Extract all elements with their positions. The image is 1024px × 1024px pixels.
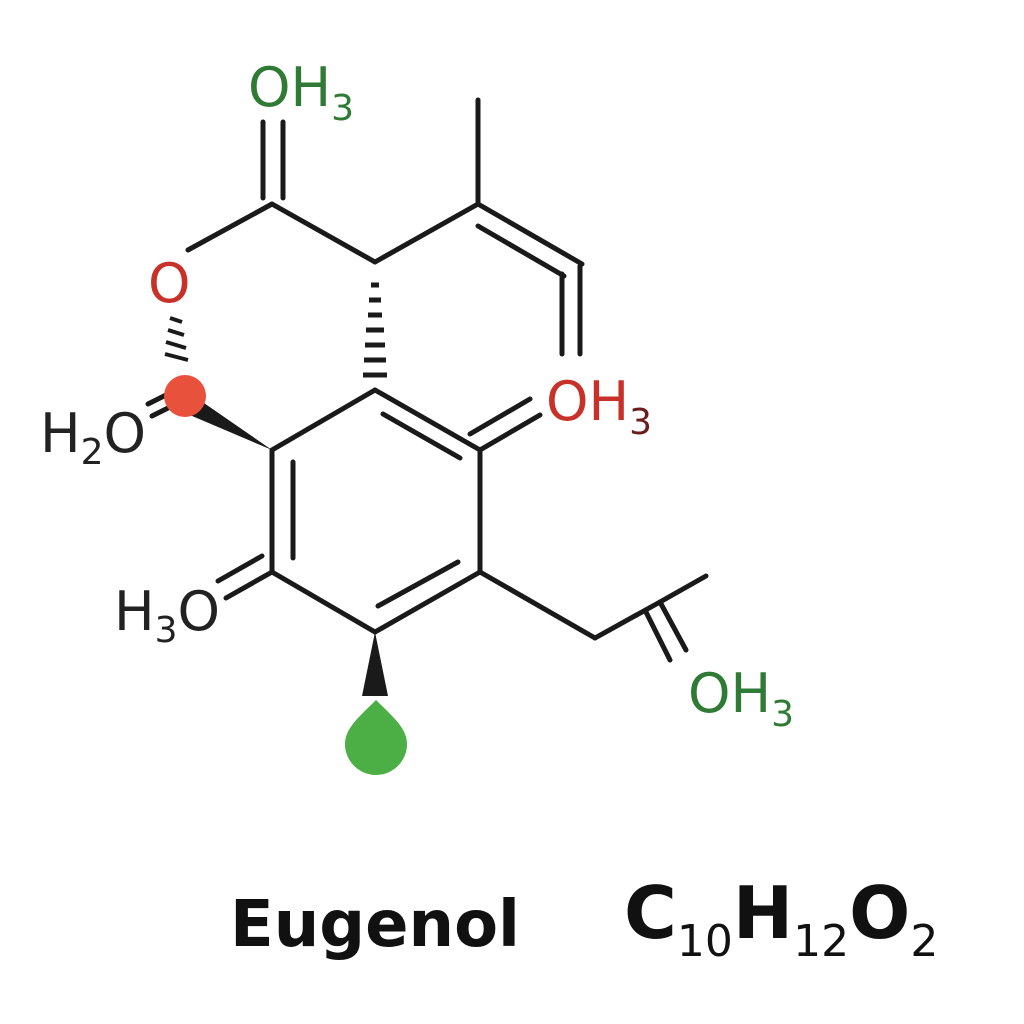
label-o-ring: O (148, 252, 191, 315)
label-oh3-right: OH3 (546, 370, 652, 443)
bond-center-to-alkene (372, 201, 481, 265)
bond-side-double-a (657, 599, 689, 653)
bond-left-carbonyl-a (223, 569, 275, 601)
bond-carbonyl-methyl (657, 573, 709, 605)
bond-o-to-carbonyl (185, 201, 275, 253)
bond-ch2-to-carbonyl (592, 599, 663, 641)
red-atom (164, 375, 206, 417)
bond-side-double-b (643, 609, 673, 663)
bond-ring-top-right (372, 387, 483, 453)
bond-ring-inner-1 (380, 411, 463, 461)
bond-alkene-inner (475, 223, 567, 279)
bond-ring-bottom-right (372, 569, 483, 635)
bond-ring-top-left (269, 387, 378, 453)
bond-ring-inner-3 (375, 559, 461, 609)
bond-ring-carbonyl-a (477, 412, 543, 453)
solid-wedge-bottom (362, 632, 388, 696)
label-h2o-left: H2O (40, 402, 146, 473)
label-oh3-bottom: OH3 (688, 662, 794, 735)
bonds (145, 97, 709, 663)
molecular-formula: C10H12O2 (624, 871, 938, 967)
label-oh3-top: OH3 (248, 56, 354, 129)
compound-name: Eugenol (230, 888, 520, 962)
bond-carbonyl-to-center (269, 201, 378, 265)
bond-ring-to-ch2 (477, 569, 598, 641)
bond-left-carbonyl-b (215, 553, 265, 584)
hashed-wedge-left (164, 316, 189, 362)
label-h3o-left: H3O (114, 580, 220, 651)
bond-ring-bottom-left (269, 569, 378, 635)
bond-ring-carbonyl-b (467, 396, 533, 437)
bond-alkene-outer (475, 201, 585, 267)
green-atom (345, 700, 407, 775)
hashed-wedge-top (363, 282, 387, 378)
